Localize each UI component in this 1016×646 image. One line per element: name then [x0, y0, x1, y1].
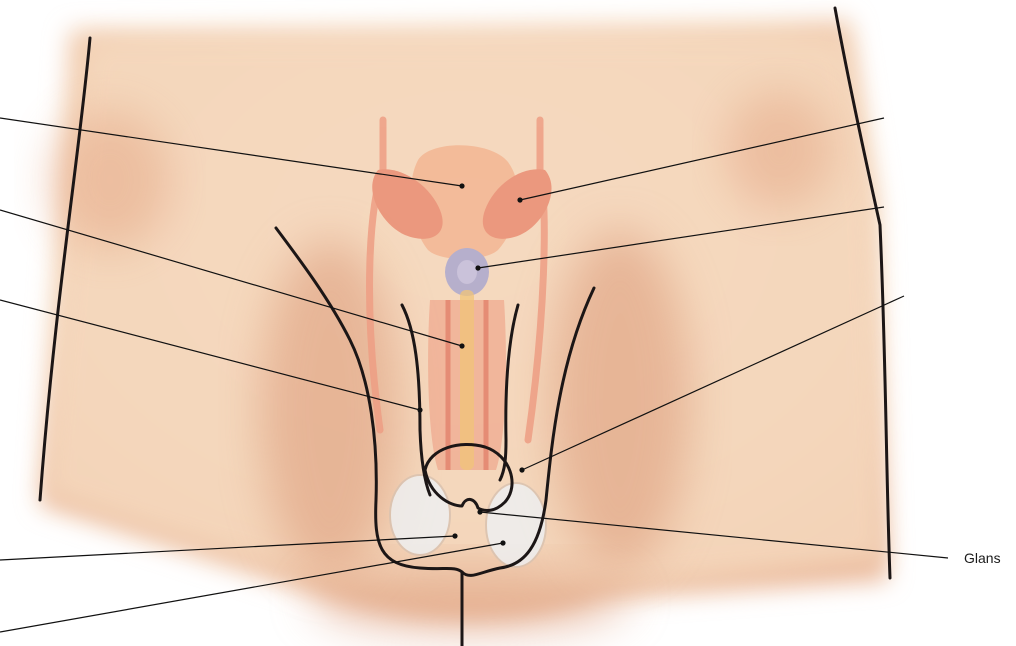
testis-left: [390, 475, 450, 555]
testis-right: [486, 483, 546, 567]
leader-dot-1: [459, 183, 464, 188]
leader-dot-3: [417, 407, 422, 412]
leader-dot-6: [517, 197, 522, 202]
leader-dot-4: [452, 533, 457, 538]
leader-dot-2: [459, 343, 464, 348]
leader-dot-8: [519, 467, 524, 472]
leader-dot-7: [475, 265, 480, 270]
leader-dot-glans: [477, 509, 482, 514]
label-glans: Glans: [964, 550, 1001, 566]
leader-dot-5: [500, 540, 505, 545]
